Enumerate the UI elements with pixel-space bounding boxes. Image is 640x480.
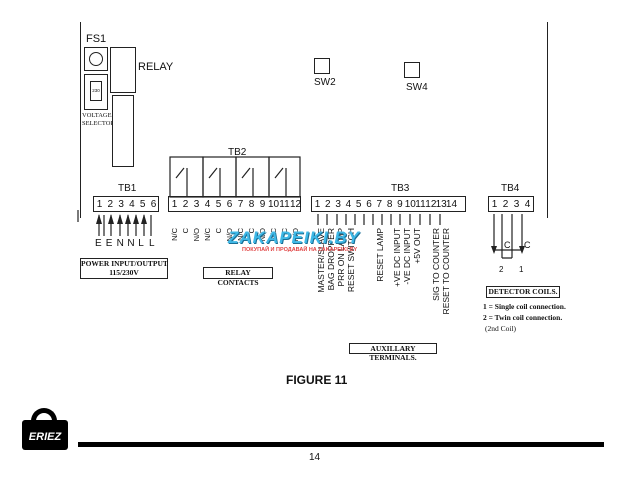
tb2-terminal-6: 6 <box>226 199 233 210</box>
detector-caption: DETECTOR COILS. <box>486 286 560 298</box>
coil-note-twin: 2 = Twin coil connection. <box>483 313 563 322</box>
tb1-terminal-5: 5 <box>139 199 146 210</box>
tb3-terminal-11: 11 <box>415 199 426 210</box>
tb2-terminal-5: 5 <box>215 199 222 210</box>
fs1-label: FS1 <box>86 33 107 45</box>
tb3-aux-label-5: RESET LAMP <box>375 228 385 282</box>
tb3-terminal-1: 1 <box>314 199 321 210</box>
relay-contacts-caption: RELAY CONTACTS <box>203 267 273 287</box>
coil-note-single: 1 = Single coil connection. <box>483 302 566 311</box>
tb1-terminal-1: 1 <box>96 199 103 210</box>
tb1-bottom-label-5: L <box>138 238 144 249</box>
tb3-aux-label-8: +5V OUT <box>412 228 422 264</box>
tb3-terminal-7: 7 <box>376 199 383 210</box>
sw4-switch <box>404 62 420 78</box>
tb2-terminal-3: 3 <box>193 199 200 210</box>
tb2-contact-label-1: N/C <box>170 228 179 241</box>
sw2-switch <box>314 58 330 74</box>
tb4-terminal-1: 1 <box>491 199 498 210</box>
tb3-aux-label-9: SIG TO COUNTER <box>431 228 441 301</box>
tb3-label: TB3 <box>391 183 410 194</box>
tb3-terminal-9: 9 <box>397 199 403 210</box>
auxiliary-caption: AUXILLARY TERMINALS. <box>349 343 437 362</box>
tb3-aux-label-10: RESET TO COUNTER <box>441 228 451 315</box>
figure-title: FIGURE 11 <box>286 373 348 387</box>
tb2-label: TB2 <box>228 147 247 158</box>
tb1-bottom-label-3: N <box>116 238 124 249</box>
tb1-terminal-4: 4 <box>129 199 135 210</box>
voltage-selector-switch: 230 <box>84 74 108 110</box>
tb2-contact-label-3: N/O <box>192 228 201 242</box>
tb3-aux-label-6: +VE DC INPUT <box>392 228 402 287</box>
tb2-terminal-9: 9 <box>259 199 266 210</box>
watermark-logo: ZAKAPEIKI.BY <box>228 228 360 247</box>
tb2-terminal-8: 8 <box>248 199 255 210</box>
tb4-coil-2: C <box>524 240 531 250</box>
tb1-terminal-2: 2 <box>107 199 114 210</box>
relay-label: RELAY <box>138 61 174 73</box>
tb1-terminal-3: 3 <box>118 199 124 210</box>
sw2-label: SW2 <box>314 77 336 88</box>
tb4-terminal-3: 3 <box>513 199 520 210</box>
tb2-terminal-1: 1 <box>171 199 178 210</box>
tb3-terminal-12: 12 <box>425 199 437 210</box>
eriez-logo-arc <box>31 408 57 430</box>
tb3-terminal-3: 3 <box>335 199 341 210</box>
power-caption: POWER INPUT/OUTPUT 115/230V <box>80 258 168 279</box>
tb2-terminal-4: 4 <box>204 199 211 210</box>
voltage-selector-label: VOLTAGE SELECTOR <box>82 112 115 127</box>
tb4-terminal-2: 2 <box>502 199 509 210</box>
tb1-block <box>93 196 159 212</box>
tb1-bottom-label-1: E <box>95 238 102 249</box>
eriez-logo <box>22 420 68 450</box>
tb4-legend-num-2: 2 <box>499 265 504 274</box>
tb3-terminal-10: 10 <box>404 199 416 210</box>
tb1-bottom-label-4: N <box>127 238 135 249</box>
page-number: 14 <box>309 452 321 463</box>
tb3-terminal-8: 8 <box>386 199 393 210</box>
watermark-subtext: ПОКУПАЙ И ПРОДАВАЙ НА ZAKAPEIKI.BY <box>242 247 358 253</box>
circuit-board-outline <box>80 22 548 218</box>
tb4-coil-1: C <box>504 240 511 250</box>
sw4-label: SW4 <box>406 82 428 93</box>
tb1-bottom-label-2: E <box>105 238 113 249</box>
tb4-block <box>488 196 534 212</box>
tb3-terminal-4: 4 <box>345 199 352 210</box>
tb3-terminal-14: 14 <box>445 199 458 210</box>
tb3-terminal-2: 2 <box>325 199 331 210</box>
tb2-terminal-10: 10 <box>268 199 280 210</box>
coil-note-twin-sub: (2nd Coil) <box>485 324 517 333</box>
tb4-label: TB4 <box>501 183 520 194</box>
relay-lower-block <box>112 95 134 167</box>
tb1-label: TB1 <box>118 183 137 194</box>
tb4-terminal-4: 4 <box>524 199 531 210</box>
tb2-terminal-7: 7 <box>237 199 244 210</box>
tb1-terminal-6: 6 <box>150 199 157 210</box>
tb2-terminal-11: 11 <box>279 199 290 210</box>
tb2-contact-label-4: N/C <box>203 228 212 241</box>
selector-value: 230 <box>90 81 102 101</box>
tb1-bottom-label-6: L <box>149 238 155 249</box>
tb2-terminal-12: 12 <box>290 199 302 210</box>
fuse-holder <box>84 47 108 71</box>
footer-rule <box>78 442 604 447</box>
eriez-logo-text: ERIEZ <box>28 431 62 443</box>
tb2-terminal-2: 2 <box>182 199 189 210</box>
tb3-block <box>311 196 466 212</box>
tb2-contact-label-5: C <box>214 228 223 234</box>
relay-box <box>110 47 136 93</box>
tb3-terminal-6: 6 <box>366 199 372 210</box>
tb2-contact-label-2: C <box>181 228 190 234</box>
tb3-aux-label-7: -VE DC INPUT <box>402 228 412 285</box>
tb3-terminal-5: 5 <box>355 199 362 210</box>
tb4-legend-num-1: 1 <box>519 265 524 274</box>
tb3-terminal-13: 13 <box>435 199 447 210</box>
